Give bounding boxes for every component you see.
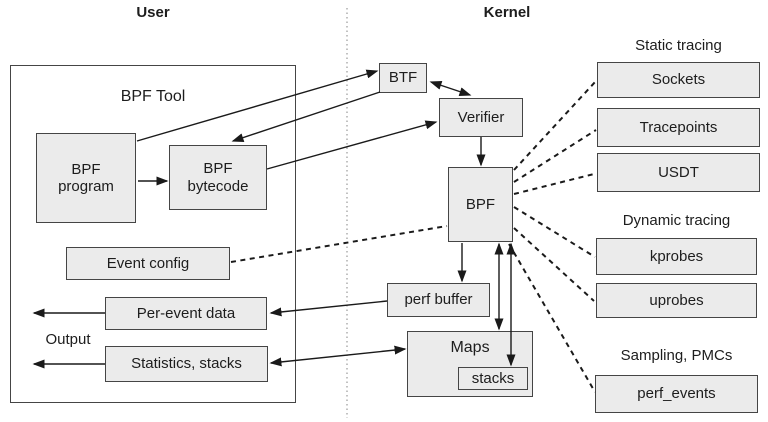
per-event-data-box: Per-event data: [105, 297, 267, 330]
kprobes-box: kprobes: [596, 238, 757, 275]
user-region-title: User: [136, 4, 170, 21]
sampling-pmcs-header: Sampling, PMCs: [620, 347, 733, 364]
output-label: Output: [45, 331, 91, 348]
dashed-bpf-to-kprobes: [513, 206, 596, 258]
dashed-bpf-to-sockets: [513, 80, 597, 171]
maps-label: Maps: [450, 339, 490, 356]
dashed-bpf-to-usdt: [513, 173, 595, 195]
dashed-bpf-to-tracepoints: [513, 129, 597, 183]
stacks-box: stacks: [458, 367, 528, 390]
bpf-tool-label: BPF Tool: [120, 88, 186, 105]
statistics-stacks-box: Statistics, stacks: [105, 346, 268, 382]
kernel-region-title: Kernel: [483, 4, 531, 21]
btf-box: BTF: [379, 63, 427, 93]
bpf-program-box: BPF program: [36, 133, 136, 223]
perf-events-box: perf_events: [595, 375, 758, 413]
perf-buffer-box: perf buffer: [387, 283, 490, 317]
bpf-box: BPF: [448, 167, 513, 242]
bpf-bytecode-box: BPF bytecode: [169, 145, 267, 210]
static-tracing-header: Static tracing: [635, 37, 722, 54]
dashed-bpf-to-uprobes: [513, 227, 595, 302]
event-config-box: Event config: [66, 247, 230, 280]
usdt-box: USDT: [597, 153, 760, 192]
verifier-box: Verifier: [439, 98, 523, 137]
tracepoints-box: Tracepoints: [597, 108, 760, 147]
uprobes-box: uprobes: [596, 283, 757, 318]
sockets-box: Sockets: [597, 62, 760, 98]
dynamic-tracing-header: Dynamic tracing: [622, 212, 731, 229]
arrow-btf-verifier-bidir: [429, 81, 472, 96]
